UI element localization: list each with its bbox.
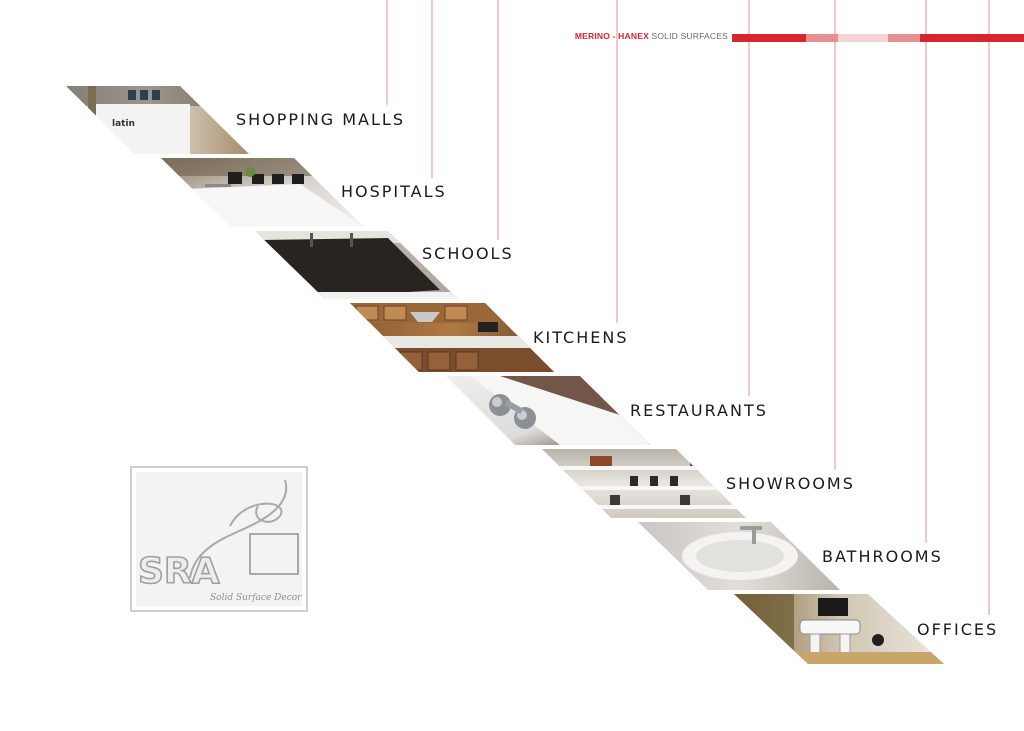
sector-label-shopping-malls: SHOPPING MALLS: [236, 110, 405, 129]
sector-label-schools: SCHOOLS: [422, 244, 514, 263]
photo-bathrooms: [638, 522, 840, 590]
sra-logo: SRA Solid Surface Decor: [130, 466, 308, 612]
photo-kitchens: [350, 303, 554, 372]
logo-wordmark: SRA: [138, 551, 220, 592]
sector-label-showrooms: SHOWROOMS: [726, 474, 855, 493]
header-suffix: SOLID SURFACES: [651, 31, 728, 41]
photo-offices: [734, 594, 944, 664]
photo-shopping-malls: latin: [66, 86, 249, 154]
brand-header: MERINO - HANEX SOLID SURFACES: [560, 30, 1024, 46]
svg-text:latin: latin: [112, 119, 135, 129]
header-bar-segment: [920, 34, 1024, 42]
header-color-bar: [732, 34, 1024, 42]
header-bar-segment: [838, 34, 888, 42]
logo-tagline: Solid Surface Decor: [210, 593, 302, 603]
photo-restaurants: [446, 376, 650, 445]
photo-showrooms: [542, 449, 746, 518]
header-bar-segment: [806, 34, 838, 42]
header-bar-segment: [732, 34, 806, 42]
sector-label-kitchens: KITCHENS: [533, 328, 629, 347]
header-brand: MERINO - HANEX: [574, 31, 649, 41]
header-title: MERINO - HANEX SOLID SURFACES: [575, 31, 728, 41]
sector-label-bathrooms: BATHROOMS: [822, 547, 943, 566]
sector-label-hospitals: HOSPITALS: [341, 182, 447, 201]
header-bar-segment: [888, 34, 920, 42]
sector-label-restaurants: RESTAURANTS: [630, 401, 768, 420]
photo-hospitals: [161, 158, 364, 227]
photo-schools: [255, 231, 458, 299]
sector-label-offices: OFFICES: [917, 620, 999, 639]
